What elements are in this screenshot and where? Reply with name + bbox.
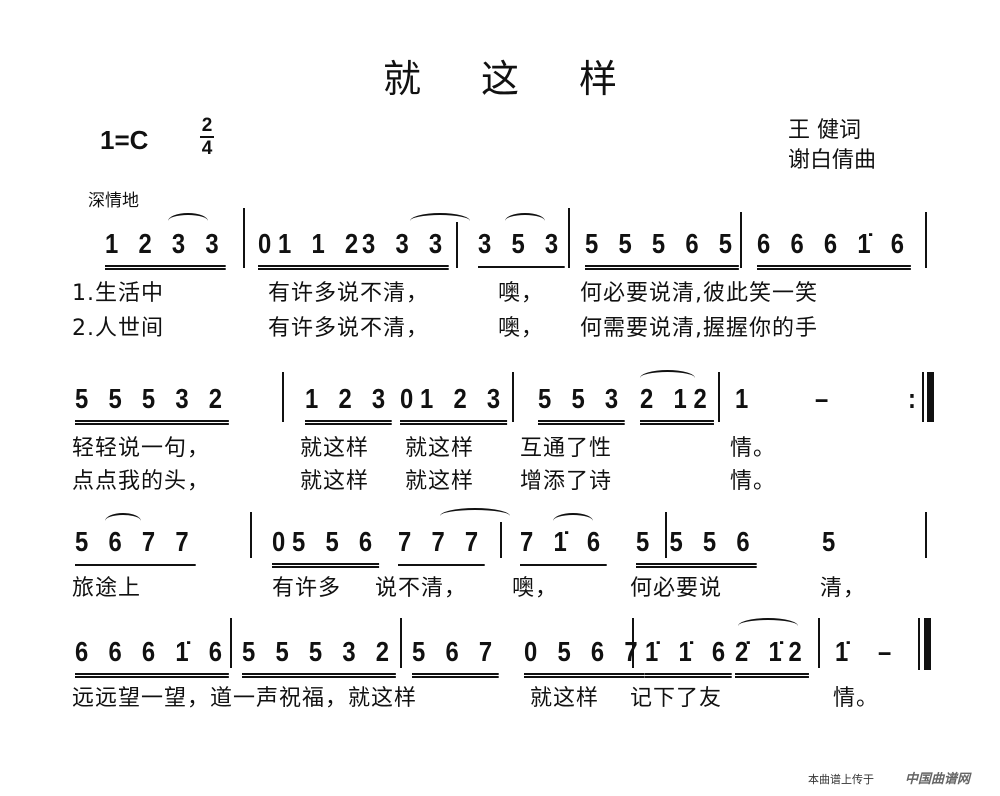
note-group: 6 6 6 1̇ 6 (75, 636, 229, 678)
composer-credit: 谢白倩曲 (788, 148, 877, 173)
note-group: 1 2 3 3 (105, 228, 226, 270)
lyric: 情。 (833, 686, 880, 711)
lyric: 互通了性 (520, 436, 613, 461)
barline (500, 522, 502, 558)
lyric: 噢， (498, 316, 545, 341)
note-group: 01 1 2 (258, 228, 365, 270)
lyric: 何必要说 (630, 576, 723, 601)
tie-arc (410, 213, 470, 229)
barline (512, 372, 514, 422)
time-bottom: 4 (201, 138, 213, 159)
note-group: 5 5 3 (538, 383, 625, 425)
lyric: 情。 (730, 469, 777, 494)
barline (243, 208, 245, 268)
note-group: 0 5 6 7 (524, 636, 645, 678)
footer-text: 本曲谱上传于 (808, 773, 874, 786)
lyric: 增添了诗 (520, 469, 613, 494)
note-group: 3 3 3 (362, 228, 449, 270)
repeat-dots: : (908, 383, 923, 414)
repeat-barline (927, 372, 934, 422)
lyric: 有许多 (272, 576, 342, 601)
lyric: 噢， (498, 281, 545, 306)
barline (456, 222, 458, 268)
tie-arc (553, 513, 593, 529)
note: 5 (822, 526, 843, 557)
lyric: 就这样 (300, 436, 370, 461)
note-group: 1 2 3 (305, 383, 392, 425)
lyric: 就这样 (300, 469, 370, 494)
note: 1 (735, 383, 756, 414)
note-group: 7 1̇ 6 (520, 526, 607, 566)
note-group: 5 6 7 (412, 636, 499, 678)
lyric: 1.生活中 (72, 281, 164, 306)
lyric: 有许多说不清， (268, 316, 430, 341)
barline (665, 512, 667, 558)
lyric: 何需要说清,握握你的手 (580, 316, 818, 341)
lyric: 旅途上 (72, 576, 142, 601)
barline (925, 512, 927, 558)
lyric: 2.人世间 (72, 316, 164, 341)
lyric: 就这样 (405, 469, 475, 494)
dash: – (878, 636, 899, 667)
barline (925, 212, 927, 268)
lyric: 何必要说清,彼此笑一笑 (580, 281, 818, 306)
barline (718, 372, 720, 422)
tie-arc (105, 513, 141, 529)
tie-arc (738, 618, 798, 634)
time-top: 2 (201, 115, 213, 136)
lyric: 记下了友 (630, 686, 723, 711)
note-group: 2̇ 1̇2 (735, 636, 809, 678)
barline (282, 372, 284, 422)
note-group: 1̇ 1̇ 6 (645, 636, 732, 678)
barline (918, 618, 920, 670)
barline (632, 618, 634, 668)
note-group: 2 12 (640, 383, 714, 425)
barline (818, 618, 820, 668)
tie-arc (505, 213, 545, 229)
lyric: 清， (820, 576, 867, 601)
note-group: 5 5 5 6 5 (585, 228, 739, 270)
note-group: 01 2 3 (400, 383, 507, 425)
barline (400, 618, 402, 668)
barline (250, 512, 252, 558)
lyric: 有许多说不清， (268, 281, 430, 306)
lyric: 点点我的头， (72, 469, 211, 494)
note-group: 5 5 5 3 2 (75, 383, 229, 425)
lyric: 就这样 (405, 436, 475, 461)
note-group: 05 5 6 (272, 526, 379, 568)
site-logo: 中国曲谱网 (905, 772, 971, 787)
final-barline (924, 618, 931, 670)
lyric: 远远望一望，道一声祝福，就这样 (72, 686, 418, 711)
note-group: 5 5 5 6 (636, 526, 757, 568)
note-group: 5 5 5 3 2 (242, 636, 396, 678)
note: 1̇ (835, 636, 856, 667)
barline (922, 372, 924, 422)
note-group: 7 7 7 (398, 526, 485, 566)
tie-arc (440, 508, 510, 524)
tempo-marking: 深情地 (88, 191, 139, 211)
dash: – (815, 383, 836, 414)
lyricist-credit: 王 健词 (788, 118, 861, 143)
tie-arc (168, 213, 208, 229)
lyric: 噢， (512, 576, 559, 601)
barline (740, 212, 742, 268)
note-group: 5 6 7 7 (75, 526, 196, 566)
note-group: 3 5 3 (478, 228, 565, 268)
key-signature: 1=C (100, 125, 149, 155)
note-group: 6 6 6 1̇ 6 (757, 228, 911, 270)
song-title: 就这样 (382, 57, 677, 101)
lyric: 说不清， (375, 576, 468, 601)
barline (568, 208, 570, 268)
lyric: 就这样 (530, 686, 600, 711)
tie-arc (640, 370, 695, 386)
lyric: 轻轻说一句， (72, 436, 211, 461)
barline (230, 618, 232, 668)
lyric: 情。 (730, 436, 777, 461)
